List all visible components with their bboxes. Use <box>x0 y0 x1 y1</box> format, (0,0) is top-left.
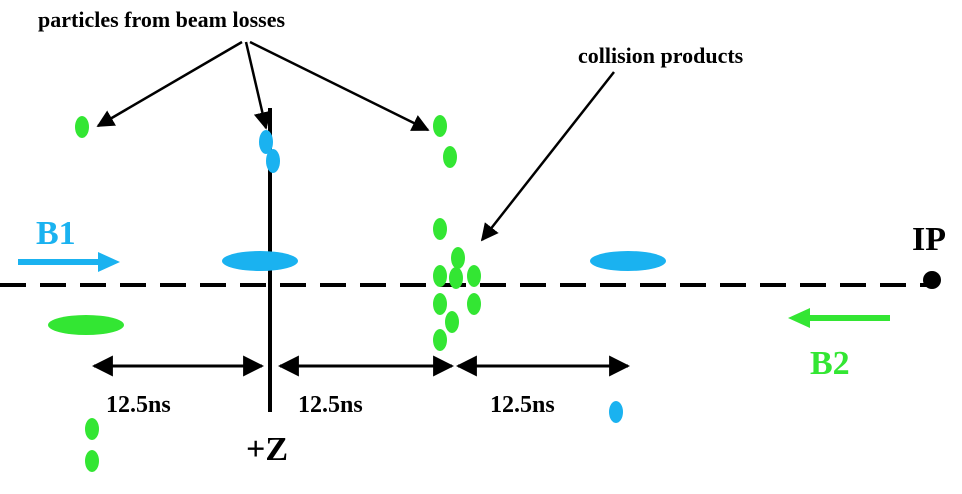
beam-losses-label: particles from beam losses <box>38 7 285 32</box>
b2-loss-particle <box>443 146 457 168</box>
arrow-to-center-loss <box>244 41 271 130</box>
b1-bunch <box>222 251 298 271</box>
b1-loss-particle <box>609 401 623 423</box>
interval-label-3: 12.5ns <box>490 392 555 418</box>
collision-product <box>433 293 447 315</box>
collision-product <box>433 265 447 287</box>
b1-label: B1 <box>36 215 76 252</box>
interval-label-2: 12.5ns <box>298 392 363 418</box>
z-axis-label: +Z <box>246 431 288 468</box>
arrow-to-collision-products <box>480 71 615 242</box>
b1-arrow-head <box>98 252 120 272</box>
collision-products-label: collision products <box>578 43 744 68</box>
collision-product <box>467 265 481 287</box>
b2-label: B2 <box>810 345 850 382</box>
b1-loss-particle <box>259 130 273 154</box>
collision-product <box>433 329 447 351</box>
collision-product <box>445 311 459 333</box>
b2-loss-particle <box>433 115 447 137</box>
b2-arrow-head <box>788 308 810 328</box>
collision-product <box>467 293 481 315</box>
collision-product <box>449 267 463 289</box>
b1-loss-particle <box>266 149 280 173</box>
ip-label: IP <box>912 221 946 258</box>
ip-point <box>923 271 941 289</box>
b2-loss-particle <box>85 418 99 440</box>
b2-bunch <box>48 315 124 335</box>
b1-bunch <box>590 251 666 271</box>
b2-loss-particle <box>85 450 99 472</box>
arrow-to-right-loss <box>249 40 430 132</box>
collision-product <box>451 247 465 269</box>
interval-label-1: 12.5ns <box>106 392 171 418</box>
b2-loss-particle <box>75 116 89 138</box>
arrow-to-left-loss <box>96 40 243 128</box>
collision-product <box>433 218 447 240</box>
